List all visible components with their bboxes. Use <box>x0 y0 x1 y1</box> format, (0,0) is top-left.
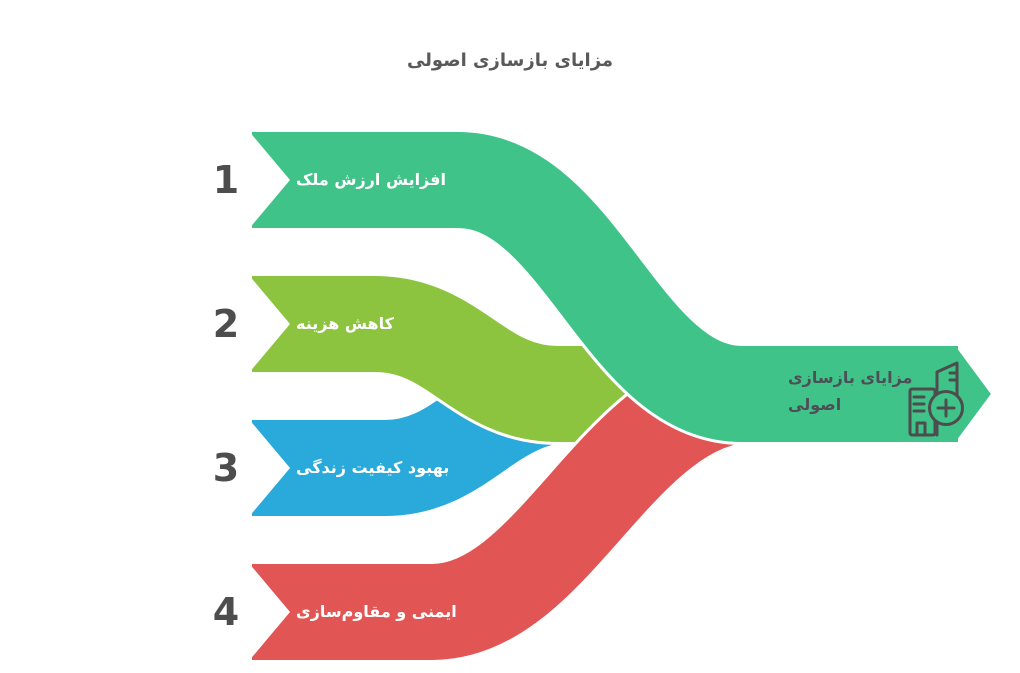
banner-label-4: ایمنی و مقاوم‌سازی <box>296 602 457 621</box>
banner-label-1: افزایش ارزش ملک <box>296 170 446 189</box>
output-arrow-tip <box>954 342 995 446</box>
ribbon-1 <box>252 132 958 442</box>
output-label-line2: اصولی <box>788 395 842 414</box>
output-label-line1: مزایای بازسازی <box>788 368 913 387</box>
step-number-3: 3 <box>212 446 240 490</box>
step-number-4: 4 <box>212 590 240 634</box>
ribbon-1-notch <box>248 130 290 230</box>
building-plus-icon <box>908 361 964 437</box>
ribbon-3-notch <box>248 418 290 518</box>
ribbon-4-notch <box>248 562 290 662</box>
ribbon-2-notch <box>248 274 290 374</box>
page-title: مزایای بازسازی اصولی <box>406 50 614 71</box>
step-number-2: 2 <box>212 302 240 346</box>
banner-label-2: کاهش هزینه <box>296 314 394 333</box>
banner-label-3: بهبود کیفیت زندگی <box>296 458 450 477</box>
step-number-1: 1 <box>212 158 240 202</box>
ribbon-2 <box>252 276 785 442</box>
